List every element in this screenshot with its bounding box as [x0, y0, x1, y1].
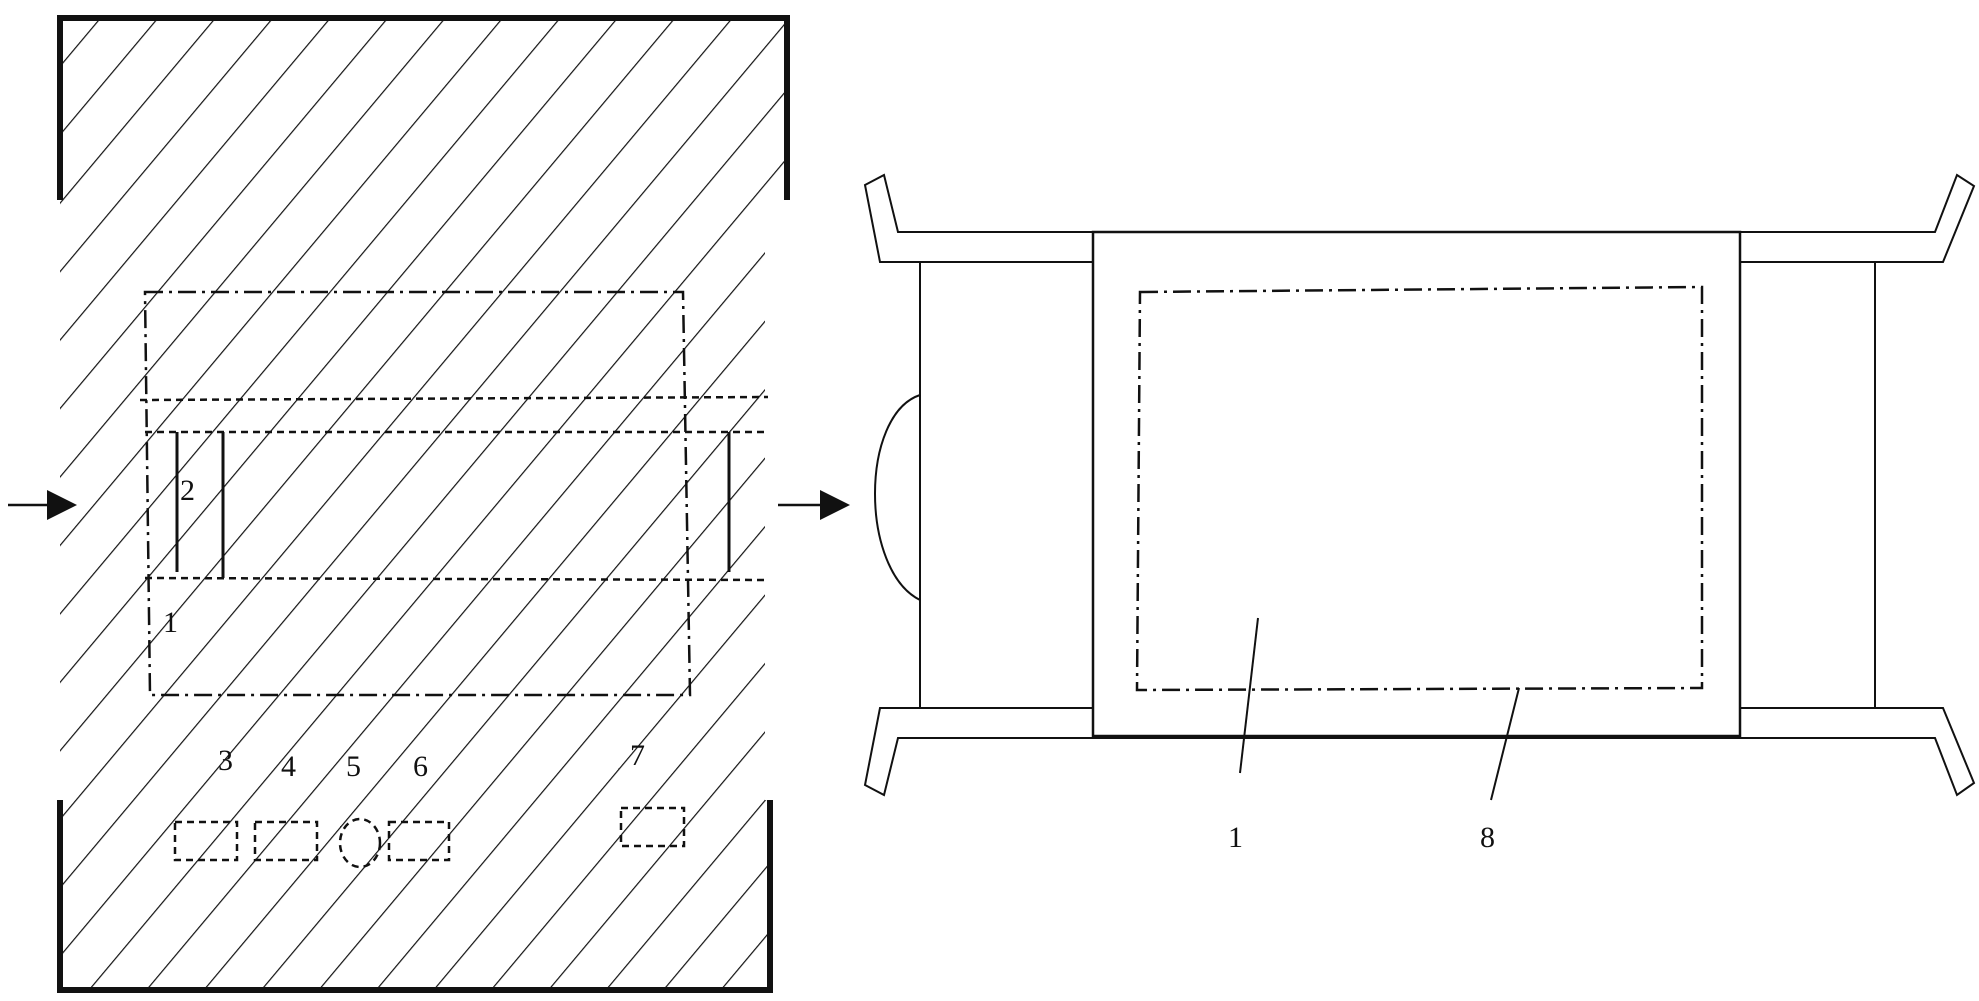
strip-line-bottom — [144, 576, 769, 582]
center-body — [1091, 230, 1742, 738]
label-5: 5 — [346, 750, 361, 783]
label-2: 2 — [180, 474, 195, 507]
label-8: 8 — [1480, 821, 1495, 854]
leader-1 — [1239, 617, 1259, 774]
lower-bracket — [57, 800, 773, 993]
label-6: 6 — [413, 750, 428, 783]
left-view: 1 2 3 4 5 6 7 — [8, 15, 790, 993]
label-1-right: 1 — [1228, 821, 1243, 854]
upper-bracket — [57, 15, 790, 200]
hatched-block — [60, 18, 787, 990]
right-view: 1 8 — [778, 173, 1976, 854]
component-3 — [173, 820, 239, 862]
right-side-body — [1739, 261, 1876, 709]
inner-region — [1135, 285, 1704, 692]
component-5 — [338, 817, 382, 869]
component-4 — [253, 820, 319, 862]
label-3: 3 — [218, 744, 233, 777]
component-7 — [619, 806, 686, 848]
label-7: 7 — [630, 739, 645, 772]
bottom-rail — [863, 707, 1976, 797]
label-1-left: 1 — [163, 606, 178, 639]
label-4: 4 — [281, 750, 296, 783]
component-6 — [387, 820, 451, 862]
leader-8 — [1490, 687, 1520, 801]
dashdot-outline — [143, 290, 692, 697]
left-side-body — [919, 261, 1094, 709]
left-bulge — [874, 394, 921, 601]
strip-line-top — [139, 395, 769, 402]
